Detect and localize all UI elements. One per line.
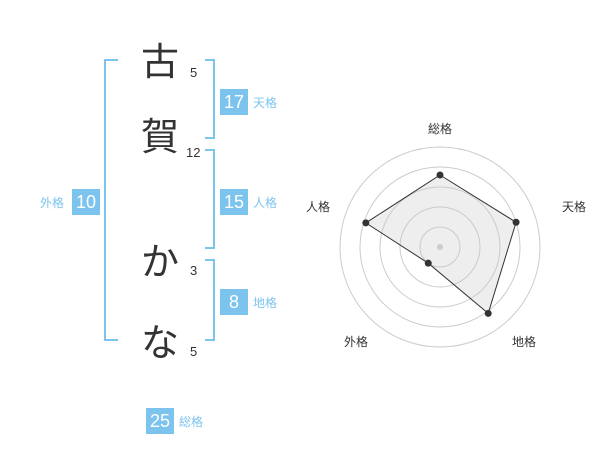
radar-axis-label-2: 天格 — [562, 199, 586, 214]
name-char-4: な — [140, 321, 179, 365]
radar-axis-label-1: 総格 — [428, 121, 452, 136]
radar-center-dot — [437, 244, 443, 250]
chikaku-bracket — [205, 259, 215, 341]
gaikaku-label: 外格 — [40, 196, 65, 210]
name-char-2: 賀 — [140, 115, 179, 159]
name-char-1: 古 — [140, 40, 179, 84]
stroke-count-4: 5 — [190, 344, 198, 359]
jinkaku-bracket — [205, 149, 215, 249]
stroke-count-3: 3 — [190, 263, 198, 278]
gaikaku-badge: 10 — [72, 189, 100, 215]
radar-axis-label-3: 地格 — [512, 334, 536, 349]
radar-point-3 — [484, 309, 492, 317]
tenkaku-bracket — [205, 59, 215, 139]
jinkaku-label: 人格 — [253, 196, 278, 210]
radar-point-5 — [362, 219, 370, 227]
radar-ring-1 — [419, 226, 461, 268]
radar-point-4 — [424, 259, 432, 267]
radar-ring-3 — [379, 186, 501, 308]
tenkaku-label: 天格 — [253, 96, 278, 110]
radar-axis-label-4: 外格 — [344, 334, 368, 349]
radar-ring-2 — [399, 206, 481, 288]
chikaku-badge: 8 — [220, 289, 248, 315]
tenkaku-badge: 17 — [220, 89, 248, 115]
radar-ring-5 — [339, 146, 541, 348]
stroke-count-1: 5 — [190, 65, 198, 80]
radar-ring-4 — [359, 166, 521, 328]
radar-point-1 — [436, 171, 444, 179]
radar-point-2 — [512, 218, 520, 226]
chikaku-label: 地格 — [253, 296, 278, 310]
radar-axis-label-5: 人格 — [306, 199, 330, 214]
name-char-3: か — [140, 240, 179, 284]
soukaku-badge: 25 — [146, 408, 174, 434]
gaikaku-bracket — [104, 59, 118, 341]
jinkaku-badge: 15 — [220, 189, 248, 215]
soukaku-label: 総格 — [179, 415, 204, 429]
stroke-count-2: 12 — [186, 145, 201, 160]
